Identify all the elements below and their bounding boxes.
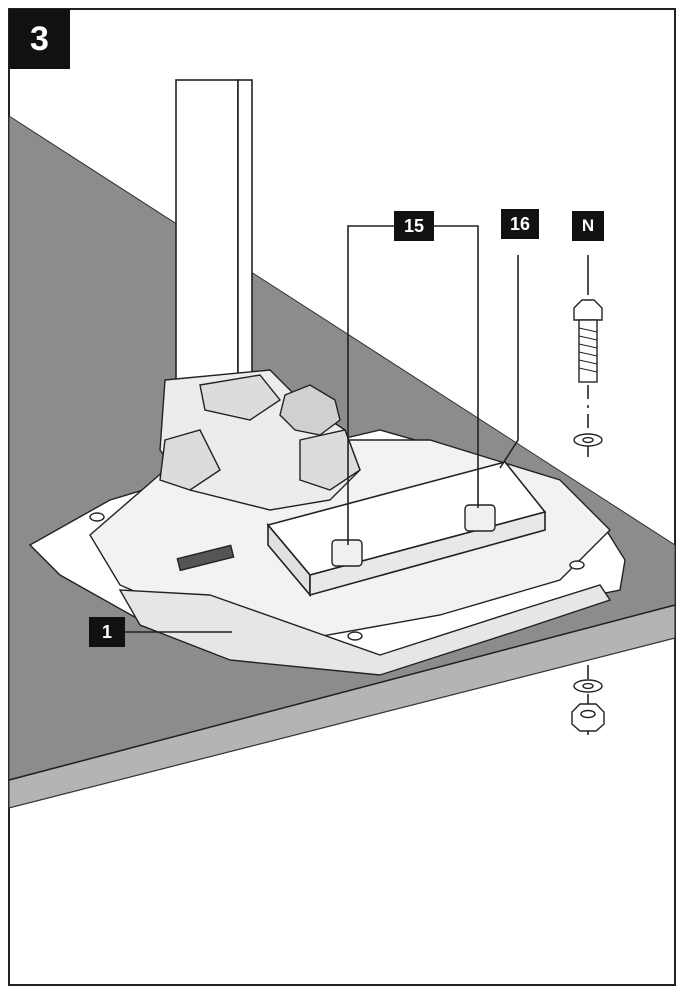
clamp-blocks — [331, 504, 496, 567]
lower-washer — [573, 679, 603, 693]
callout-label-16: 16 — [501, 209, 539, 239]
drill-column — [175, 79, 253, 381]
step-number-badge: 3 — [9, 9, 70, 69]
hex-bolt — [573, 299, 603, 383]
callout-label-N: N — [572, 211, 604, 241]
callout-label-1: 1 — [89, 617, 125, 647]
hex-nut — [571, 703, 605, 732]
upper-washer — [573, 433, 603, 447]
callout-label-15: 15 — [394, 211, 434, 241]
